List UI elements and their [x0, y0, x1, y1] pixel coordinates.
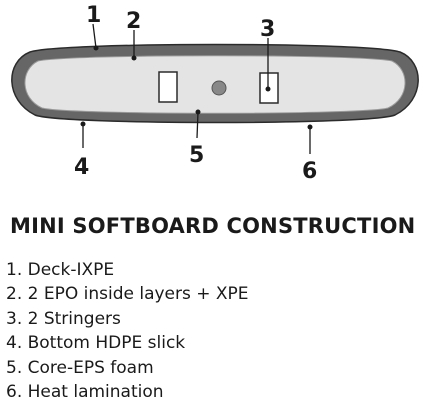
- leader-line-1: [92, 23, 97, 49]
- leader-dot-4: [80, 121, 86, 127]
- legend-item: 6. Heat lamination: [6, 381, 164, 402]
- leader-dot-2: [131, 55, 137, 61]
- leader-dot-6: [307, 124, 313, 130]
- callout-number-6: 6: [302, 159, 317, 184]
- legend-item: 5. Core-EPS foam: [6, 357, 154, 378]
- leash-plug: [211, 80, 227, 96]
- legend-item: 3. 2 Stringers: [6, 308, 121, 329]
- legend-item: 4. Bottom HDPE slick: [6, 333, 186, 354]
- leader-dot-1: [93, 45, 99, 51]
- left-stringer: [158, 71, 178, 103]
- callout-number-4: 4: [74, 155, 89, 180]
- callout-number-1: 1: [86, 3, 101, 28]
- callout-number-3: 3: [260, 17, 275, 42]
- leader-dot-5: [195, 109, 201, 115]
- leader-dot-3: [265, 86, 271, 92]
- diagram-title: MINI SOFTBOARD CONSTRUCTION: [10, 214, 416, 238]
- callout-number-5: 5: [189, 143, 204, 168]
- leader-line-5: [196, 111, 199, 139]
- legend-item: 2. 2 EPO inside layers + XPE: [6, 284, 249, 305]
- softboard-cross-section-diagram: 1 2 3 4 5 6: [11, 3, 419, 184]
- callout-number-2: 2: [126, 9, 141, 34]
- legend-item: 1. Deck-IXPE: [6, 260, 115, 280]
- construction-legend: 1. Deck-IXPE 2. 2 EPO inside layers + XP…: [6, 258, 249, 404]
